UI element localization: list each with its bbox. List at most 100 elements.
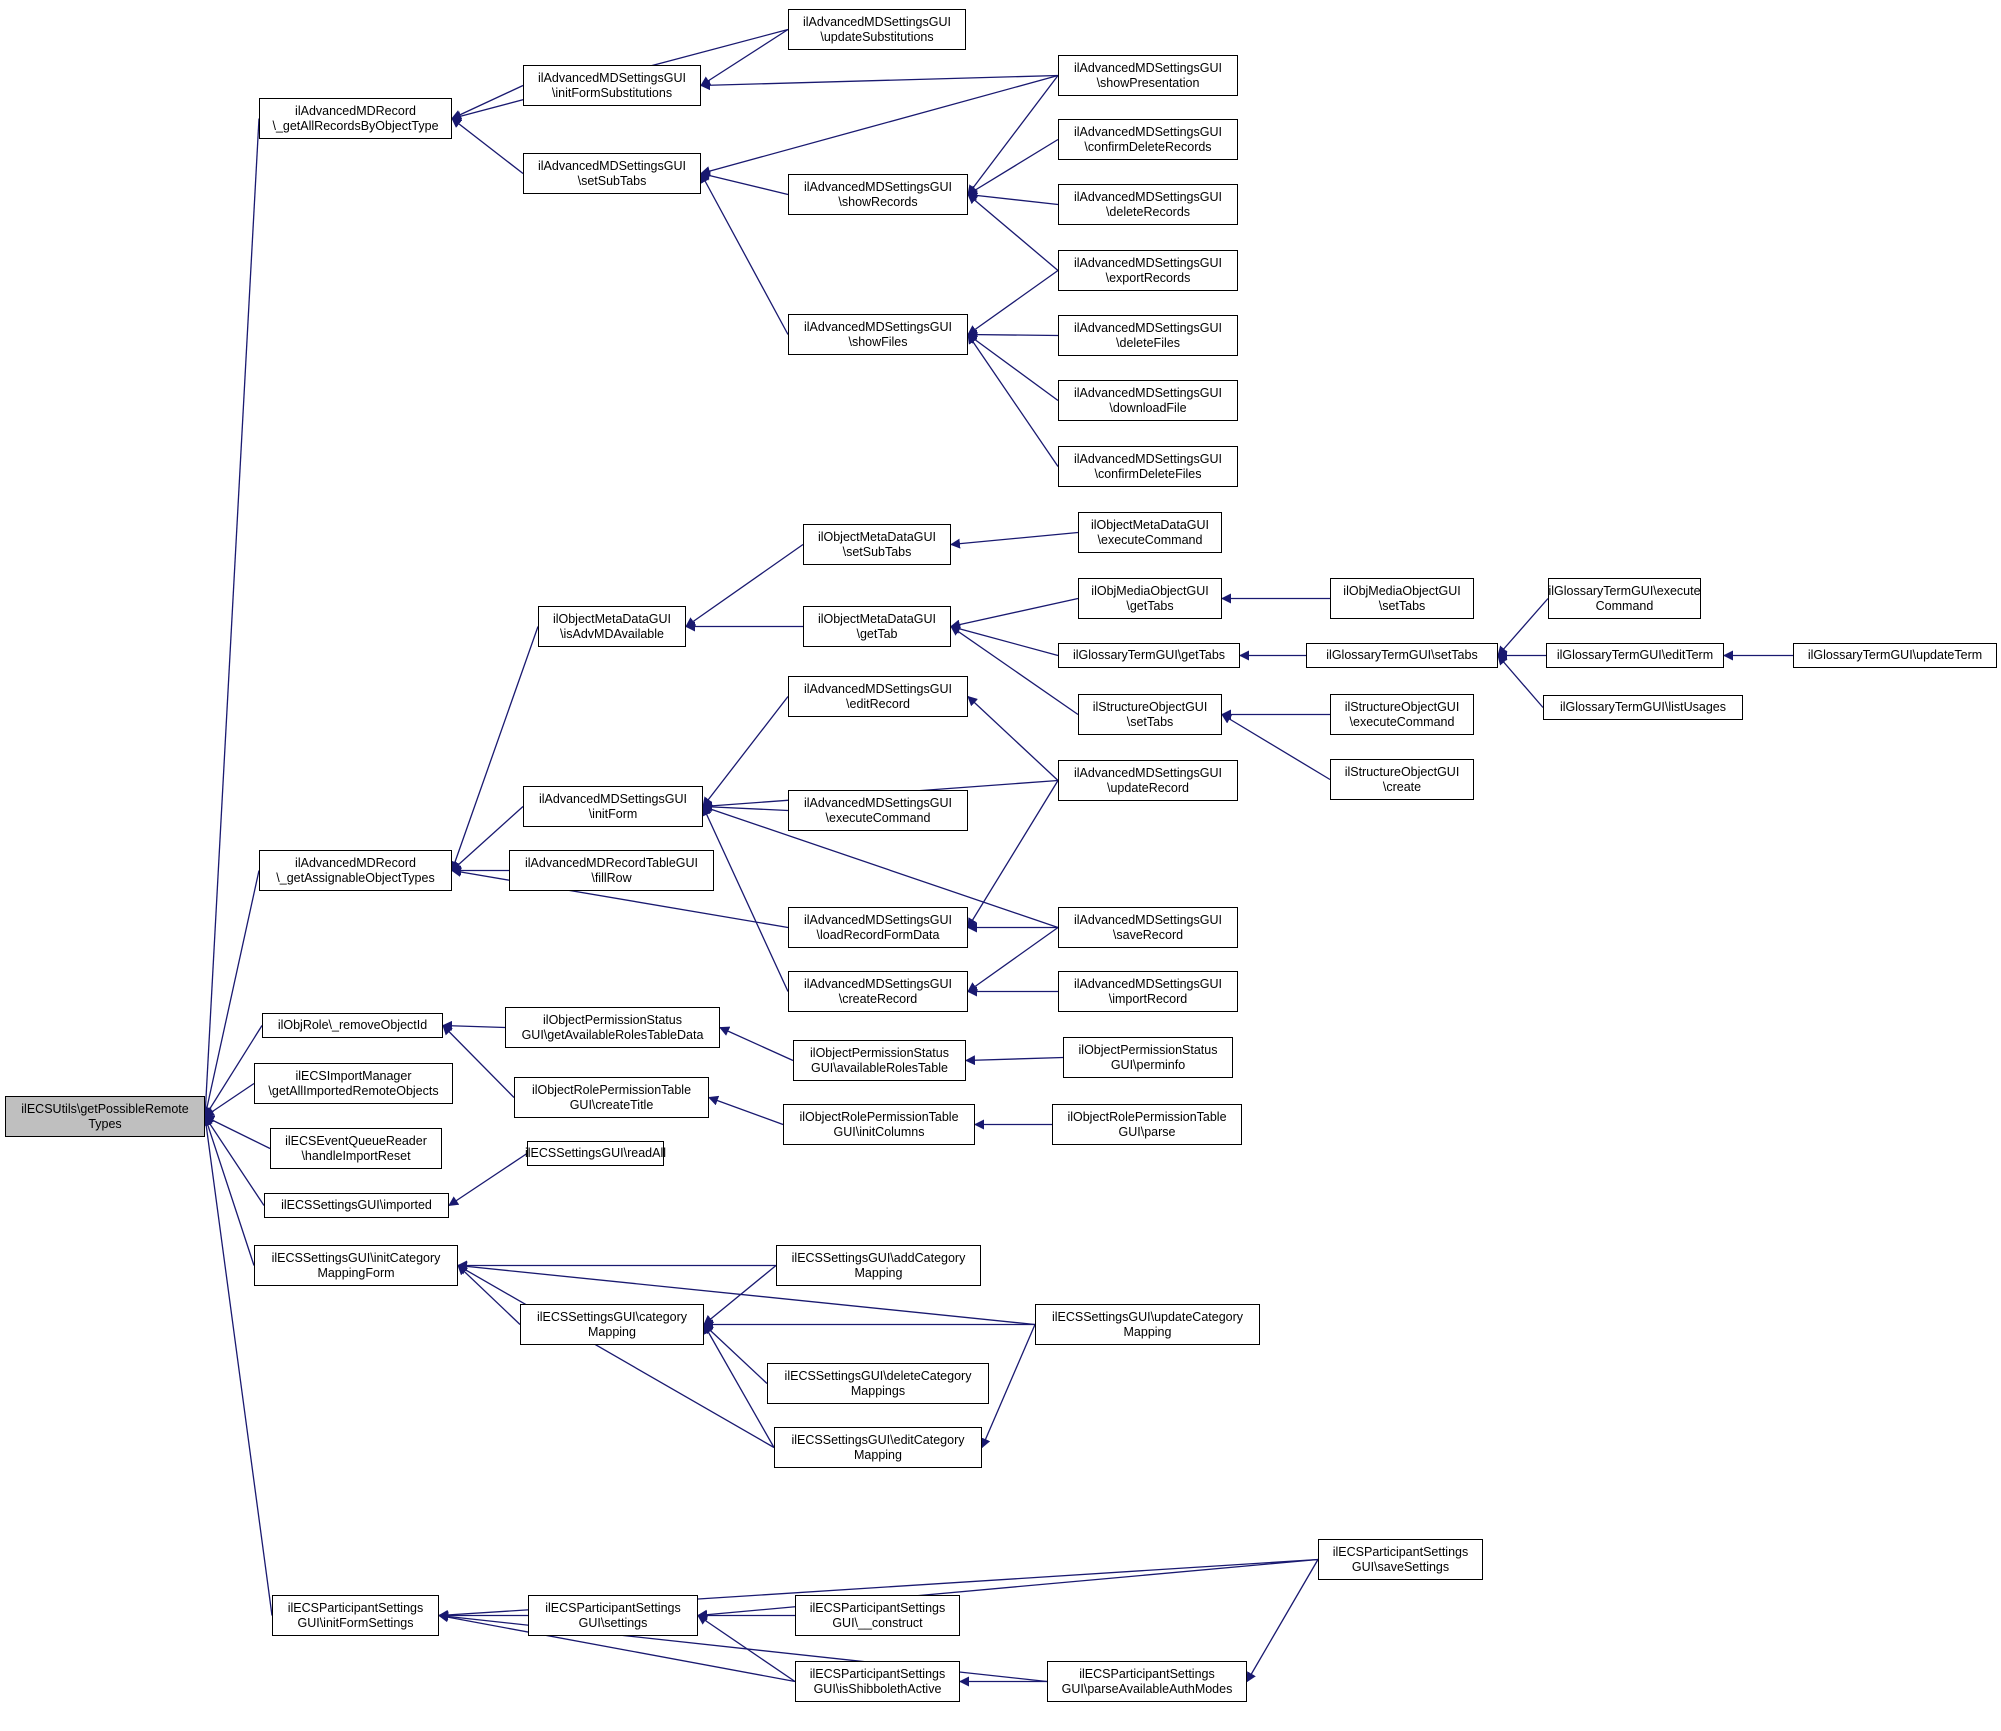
node-label-line: \setSubTabs (577, 173, 647, 188)
graph-node[interactable]: ilAdvancedMDSettingsGUI\importRecord (1058, 971, 1238, 1012)
graph-node[interactable]: ilAdvancedMDSettingsGUI\executeCommand (788, 790, 968, 831)
graph-node[interactable]: ilObjRole\_removeObjectId (262, 1013, 443, 1038)
graph-node[interactable]: ilAdvancedMDSettingsGUI\exportRecords (1058, 250, 1238, 291)
graph-node[interactable]: ilAdvancedMDSettingsGUI\downloadFile (1058, 380, 1238, 421)
node-label-line: ilAdvancedMDSettingsGUI (1074, 190, 1222, 204)
node-label-line: \fillRow (591, 870, 632, 885)
node-label-line: ilECSSettingsGUI\category (536, 1310, 688, 1324)
graph-node[interactable]: ilAdvancedMDSettingsGUI\updateRecord (1058, 760, 1238, 801)
edge-n_createTitle-to-n_removeObjectId (442, 1024, 515, 1098)
node-label-line: ilECSParticipantSettings (1332, 1545, 1469, 1559)
node-label-line: \importRecord (1108, 991, 1188, 1006)
graph-node[interactable]: ilStructureObjectGUI\setTabs (1078, 694, 1222, 735)
graph-node[interactable]: ilAdvancedMDSettingsGUI\showPresentation (1058, 55, 1238, 96)
edge-n_importMgr-to-root (204, 1082, 255, 1118)
node-label-line: \exportRecords (1105, 270, 1191, 285)
graph-node[interactable]: ilObjMediaObjectGUI\getTabs (1078, 578, 1222, 619)
graph-node[interactable]: ilAdvancedMDSettingsGUI\deleteFiles (1058, 315, 1238, 356)
graph-node[interactable]: ilAdvancedMDSettingsGUI\confirmDeleteRec… (1058, 119, 1238, 160)
graph-node[interactable]: ilAdvancedMDSettingsGUI\updateSubstituti… (788, 9, 966, 50)
graph-node[interactable]: ilAdvancedMDSettingsGUI\showRecords (788, 174, 968, 215)
graph-node[interactable]: ilECSSettingsGUI\imported (264, 1193, 449, 1218)
node-label-line: \isAdvMDAvailable (560, 626, 664, 641)
graph-node[interactable]: ilObjectMetaDataGUI\executeCommand (1078, 512, 1222, 553)
node-label-line: ilObjMediaObjectGUI (1091, 584, 1209, 598)
graph-node[interactable]: ilAdvancedMDSettingsGUI\editRecord (788, 676, 968, 717)
node-label-line: Mapping (854, 1265, 903, 1280)
node-label-line: \_getAssignableObjectTypes (276, 870, 435, 885)
node-label-line: ilECSSettingsGUI\initCategory (271, 1251, 441, 1265)
node-label-line: ilAdvancedMDSettingsGUI (1074, 766, 1222, 780)
node-label-line: \loadRecordFormData (816, 927, 940, 942)
node-label-line: \confirmDeleteRecords (1084, 139, 1212, 154)
graph-node[interactable]: ilObjMediaObjectGUI\setTabs (1330, 578, 1474, 619)
graph-node[interactable]: ilECSSettingsGUI\readAll (525, 1141, 666, 1166)
node-label-line: \setTabs (1126, 714, 1174, 729)
graph-node[interactable]: ilGlossaryTermGUI\getTabs (1058, 643, 1240, 668)
node-label-line: ilECSParticipantSettings (809, 1601, 946, 1615)
graph-node[interactable]: ilAdvancedMDRecord\_getAssignableObjectT… (259, 850, 452, 891)
graph-node[interactable]: ilObjectMetaDataGUI\setSubTabs (803, 524, 951, 565)
node-label-line: ilECSSettingsGUI\editCategory (791, 1433, 965, 1447)
graph-node[interactable]: ilObjectMetaDataGUI\getTab (803, 606, 951, 647)
node-label-line: ilGlossaryTermGUI\getTabs (1072, 648, 1226, 663)
node-label-line: ilAdvancedMDRecord (295, 856, 416, 870)
graph-node[interactable]: ilAdvancedMDSettingsGUI\loadRecordFormDa… (788, 907, 968, 948)
graph-node[interactable]: ilAdvancedMDSettingsGUI\setSubTabs (523, 153, 701, 194)
node-label-line: \createRecord (838, 991, 918, 1006)
graph-node[interactable]: ilAdvancedMDRecord\_getAllRecordsByObjec… (259, 98, 452, 139)
node-label-line: ilObjectPermissionStatus (543, 1013, 682, 1027)
graph-node[interactable]: ilStructureObjectGUI\executeCommand (1330, 694, 1474, 735)
graph-node[interactable]: ilGlossaryTermGUI\setTabs (1306, 643, 1498, 668)
node-label-line: GUI\createTitle (569, 1097, 654, 1112)
edge-n_editCatMap-to-n_initCatMap (457, 1264, 775, 1449)
edge-n_removeObjectId-to-root (204, 1025, 263, 1118)
edge-n_initForm-to-n_getAssignable (451, 806, 524, 872)
node-label-line: ilAdvancedMDSettingsGUI (538, 71, 686, 85)
graph-node[interactable]: ilAdvancedMDSettingsGUI\deleteRecords (1058, 184, 1238, 225)
node-label-line: ilStructureObjectGUI (1344, 765, 1460, 779)
graph-node[interactable]: ilAdvancedMDRecordTableGUI\fillRow (509, 850, 714, 891)
node-label-line: GUI\parseAvailableAuthModes (1061, 1681, 1233, 1696)
graph-node[interactable]: ilAdvancedMDSettingsGUI\initForm (523, 786, 703, 827)
graph-node[interactable]: ilAdvancedMDSettingsGUI\showFiles (788, 314, 968, 355)
graph-node[interactable]: ilGlossaryTermGUI\listUsages (1543, 695, 1743, 720)
graph-node[interactable]: ilObjectMetaDataGUI\isAdvMDAvailable (538, 606, 686, 647)
node-label-line: ilECSEventQueueReader (285, 1134, 427, 1148)
node-label-line: ilAdvancedMDSettingsGUI (1074, 125, 1222, 139)
edge-n_soSetTabs-to-n_omdGetTab (950, 625, 1079, 716)
graph-node[interactable]: ilAdvancedMDSettingsGUI\confirmDeleteFil… (1058, 446, 1238, 487)
graph-node[interactable]: ilAdvancedMDSettingsGUI\createRecord (788, 971, 968, 1012)
graph-node[interactable]: ilECSImportManager\getAllImportedRemoteO… (254, 1063, 453, 1104)
graph-node[interactable]: ilAdvancedMDSettingsGUI\initFormSubstitu… (523, 65, 701, 106)
graph-node[interactable]: ilAdvancedMDSettingsGUI\saveRecord (1058, 907, 1238, 948)
node-label-line: GUI\settings (578, 1615, 648, 1630)
graph-node[interactable]: ilStructureObjectGUI\create (1330, 759, 1474, 800)
graph-node[interactable]: ilECSEventQueueReader\handleImportReset (270, 1128, 442, 1169)
graph-node[interactable]: ilGlossaryTermGUI\editTerm (1546, 643, 1724, 668)
graph-node[interactable]: ilGlossaryTermGUI\updateTerm (1793, 643, 1997, 668)
node-label-line: ilECSParticipantSettings (1079, 1667, 1215, 1681)
edge-n_editCatMap-to-n_catMap (703, 1323, 775, 1448)
